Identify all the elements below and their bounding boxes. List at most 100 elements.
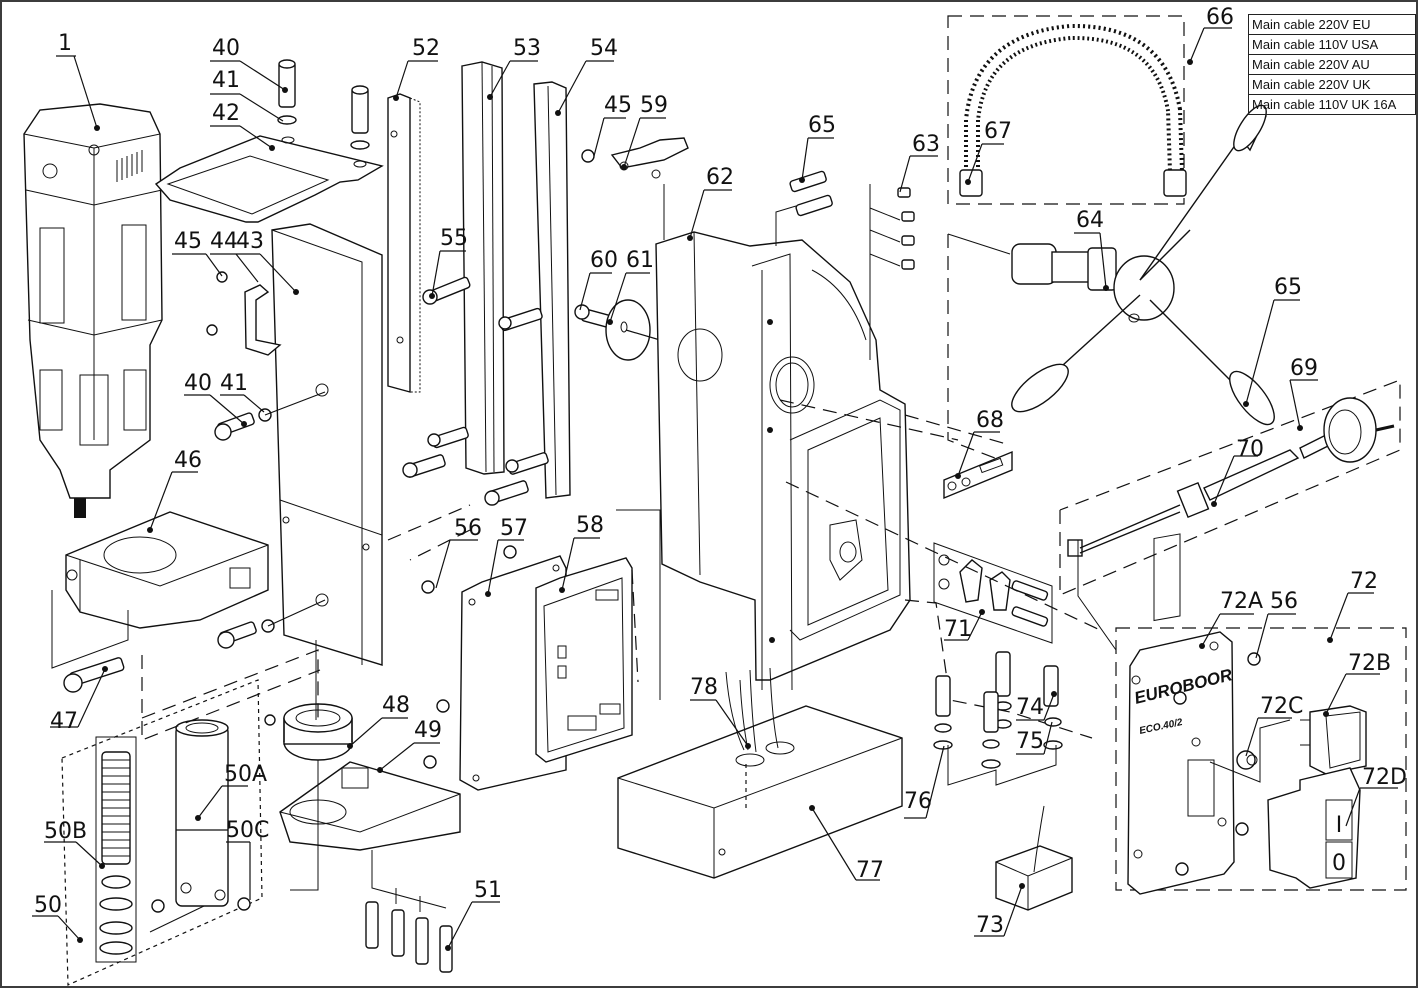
part-40-screw-top [277, 59, 370, 150]
callout-43: 43 [236, 229, 299, 295]
part-51-screws [365, 850, 453, 973]
cable-variant-cell: Main cable 110V USA [1248, 34, 1416, 55]
part-73-capacitor [995, 805, 1073, 911]
part-40-screw-mid [214, 391, 326, 649]
callout-text: 55 [440, 226, 468, 251]
callout-50c: 50C [226, 818, 269, 900]
switch-on-label: I [1336, 813, 1343, 838]
callout-70: 70 [1211, 437, 1264, 507]
part-47-screw [51, 590, 129, 693]
callout-text: 41 [220, 371, 248, 396]
callout-54: 54 [555, 36, 618, 116]
callout-text: 50 [34, 893, 62, 918]
callout-text: 45 [604, 93, 632, 118]
callout-text: 44 [210, 229, 238, 254]
callout-text: 42 [212, 101, 240, 126]
callout-41-top: 41 [210, 68, 284, 122]
part-59-cable-clamp [581, 137, 689, 179]
callout-77: 77 [809, 805, 884, 883]
callout-48: 48 [347, 693, 410, 749]
callout-56-left: 56 [435, 516, 482, 589]
table-row: Main cable 110V UK 16A [1248, 94, 1416, 115]
part-43-carriage-plate [271, 223, 383, 666]
callout-42: 42 [210, 101, 275, 151]
cable-variants-table: Main cable 220V EU Main cable 110V USA M… [1248, 14, 1416, 115]
callout-text: 40 [184, 371, 212, 396]
dashed-connectors [141, 184, 1117, 891]
part-68-strain-relief [904, 414, 1013, 500]
callout-text: 50B [44, 819, 87, 844]
part-42-gasket [154, 135, 384, 223]
callout-text: 41 [212, 68, 240, 93]
cable-variant-cell: Main cable 220V EU [1248, 14, 1416, 35]
callout-text: 50C [226, 818, 269, 843]
callout-text: 54 [590, 36, 618, 61]
callout-53: 53 [487, 36, 541, 100]
callout-text: 77 [856, 858, 884, 883]
callout-text: 67 [984, 119, 1012, 144]
callout-68: 68 [955, 408, 1004, 479]
callout-text: 50A [224, 762, 267, 787]
callout-text: 56 [454, 516, 482, 541]
callout-47: 47 [50, 666, 108, 734]
callout-75: 75 [1016, 721, 1053, 755]
switch-off-label: 0 [1332, 851, 1346, 876]
callout-55: 55 [429, 226, 468, 299]
callout-text: 47 [50, 709, 78, 734]
callout-50b: 50B [44, 819, 105, 869]
callout-41-mid: 41 [220, 371, 265, 413]
part-60-61-washer [574, 299, 661, 361]
callout-60: 60 [579, 248, 618, 311]
callout-text: 1 [58, 31, 72, 56]
callout-text: 73 [976, 913, 1004, 938]
callout-45-left: 45 [172, 229, 223, 277]
callout-76: 76 [904, 745, 945, 819]
callout-text: 43 [236, 229, 264, 254]
callout-text: 51 [474, 878, 502, 903]
callout-72a: 72A [1199, 589, 1263, 649]
callout-65-top: 65 [799, 113, 836, 183]
callout-text: 72A [1220, 589, 1263, 614]
callout-72c: 72C [1245, 694, 1303, 757]
callout-65-right: 65 [1243, 275, 1302, 407]
table-row: Main cable 220V UK [1248, 74, 1416, 95]
part-72-switch-panel: EUROBOOR ECO.40/2 I 0 [1115, 533, 1407, 895]
callout-text: 65 [1274, 275, 1302, 300]
callout-63: 63 [899, 132, 940, 193]
part-63-nuts [869, 184, 915, 360]
callout-69: 69 [1289, 356, 1318, 431]
callout-72: 72 [1327, 569, 1378, 643]
callout-text: 66 [1206, 5, 1234, 30]
callout-56-right: 56 [1255, 589, 1298, 659]
part-49-bracket [279, 761, 461, 851]
callout-61: 61 [607, 248, 654, 325]
callout-text: 49 [414, 718, 442, 743]
callout-58: 58 [559, 513, 604, 593]
callout-text: 68 [976, 408, 1004, 433]
part-55-screw [402, 276, 549, 506]
callout-text: 64 [1076, 208, 1104, 233]
callout-44: 44 [210, 229, 259, 283]
callout-67: 67 [965, 119, 1012, 185]
callout-49: 49 [377, 718, 442, 773]
part-77-magnet-base [617, 705, 903, 879]
part-64-feed-hub [947, 104, 1275, 461]
callout-text: 52 [412, 36, 440, 61]
callout-71: 71 [944, 609, 985, 642]
callout-text: 72B [1348, 651, 1391, 676]
callout-51: 51 [445, 878, 502, 951]
callout-text: 48 [382, 693, 410, 718]
callout-text: 63 [912, 132, 940, 157]
callout-text: 45 [174, 229, 202, 254]
callout-52: 52 [393, 36, 440, 101]
cable-variant-cell: Main cable 110V UK 16A [1248, 94, 1416, 115]
callout-1: 1 [56, 31, 100, 131]
callout-text: 71 [944, 617, 972, 642]
part-44-bracket [206, 271, 282, 356]
callout-text: 74 [1016, 695, 1044, 720]
part-48-collar [264, 703, 353, 761]
callout-text: 72D [1362, 765, 1407, 790]
callout-text: 53 [513, 36, 541, 61]
part-69-70-main-cable [1059, 379, 1401, 596]
callout-text: 70 [1236, 437, 1264, 462]
